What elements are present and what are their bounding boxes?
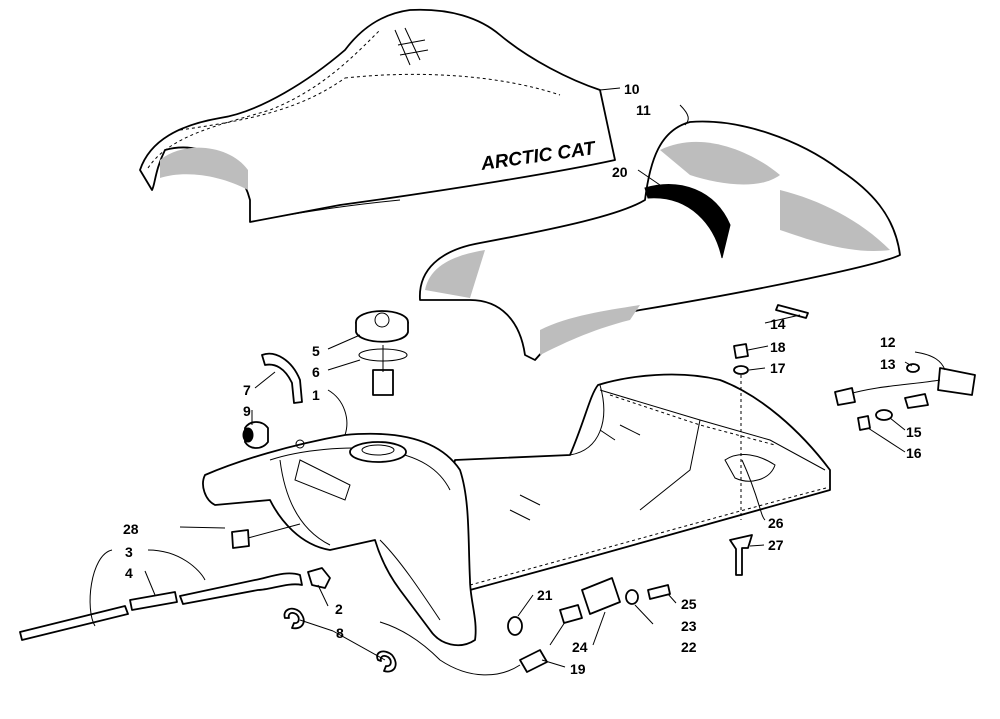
retainer-14	[775, 304, 809, 319]
screw-25	[647, 584, 671, 600]
fuel-line	[19, 572, 303, 641]
bolt-27	[729, 534, 753, 576]
callout-27: 27	[768, 537, 784, 553]
seat-foam	[419, 120, 901, 361]
callout-20: 20	[612, 164, 628, 180]
gas-cap	[355, 310, 409, 396]
callout-9: 9	[243, 403, 251, 419]
callout-13: 13	[880, 356, 896, 372]
callout-19: 19	[570, 661, 586, 677]
bolt-24	[559, 604, 583, 624]
washer-23	[625, 589, 639, 605]
washer-17	[733, 365, 749, 375]
clamp-lower	[376, 650, 397, 673]
seat-base	[429, 373, 831, 591]
callout-5: 5	[312, 343, 320, 359]
plate-22	[581, 577, 621, 615]
fuel-tank	[202, 432, 477, 647]
callout-4: 4	[125, 565, 133, 581]
leader-lines	[89, 87, 946, 668]
callout-7: 7	[243, 382, 251, 398]
latch-assembly	[834, 363, 976, 431]
callout-25: 25	[681, 596, 697, 612]
callout-15: 15	[906, 424, 922, 440]
grommet	[242, 421, 269, 449]
callout-22: 22	[681, 639, 697, 655]
callout-23: 23	[681, 618, 697, 634]
vent-hose	[261, 352, 303, 404]
label-28	[231, 529, 250, 549]
callout-26: 26	[768, 515, 784, 531]
callout-10: 10	[624, 81, 640, 97]
clamp-upper	[283, 607, 305, 630]
callout-18: 18	[770, 339, 786, 355]
callout-12: 12	[880, 334, 896, 350]
callout-24: 24	[572, 639, 588, 655]
callout-1: 1	[312, 387, 320, 403]
callout-17: 17	[770, 360, 786, 376]
callout-8: 8	[336, 625, 344, 641]
callout-14: 14	[770, 316, 786, 332]
callout-2: 2	[335, 601, 343, 617]
callout-3: 3	[125, 544, 133, 560]
callout-28: 28	[123, 521, 139, 537]
fuel-fitting	[307, 567, 331, 589]
nut-21	[507, 616, 523, 636]
callout-6: 6	[312, 364, 320, 380]
callout-16: 16	[906, 445, 922, 461]
cap-nut-18	[733, 343, 749, 359]
seat-cover: ARCTIC CAT	[139, 8, 616, 223]
callout-11: 11	[636, 102, 651, 118]
callouts: 1 2 3 4 5 6 7 8 9 10 11 12 13 14 15 16 1…	[123, 81, 922, 677]
callout-21: 21	[537, 587, 553, 603]
